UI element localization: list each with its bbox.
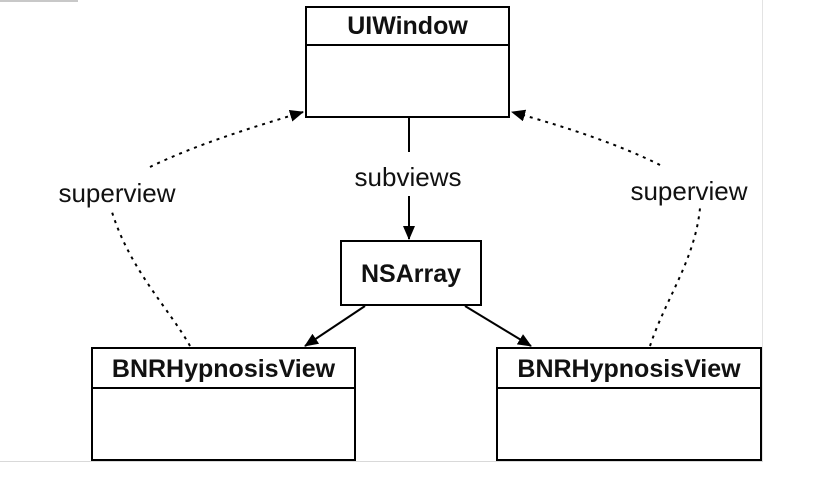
hypnosis-view-right-frame: [496, 347, 762, 461]
nsarray-title: NSArray: [361, 260, 461, 288]
superview-right-lower-curve: [649, 207, 701, 347]
right-edge-line: [762, 0, 763, 462]
uiwindow-title: UIWindow: [347, 12, 468, 40]
hypnosis-view-left-title: BNRHypnosisView: [112, 355, 336, 383]
subviews-label: subviews: [355, 162, 462, 192]
hypnosis-view-left-frame: [91, 347, 356, 461]
hypnosis-view-left-box: BNRHypnosisView: [91, 347, 356, 461]
uiwindow-box: UIWindow: [305, 6, 510, 118]
superview-left-label: superview: [58, 178, 175, 208]
superview-right-label: superview: [630, 176, 747, 206]
hypnosis-view-right-box: BNRHypnosisView: [496, 347, 762, 461]
array-to-left-view-arrow: [304, 305, 366, 347]
uiwindow-box-frame: [305, 6, 510, 118]
superview-right-arrow: [511, 109, 661, 166]
corner-artifact: [0, 0, 78, 2]
array-to-right-view-arrow: [464, 305, 532, 347]
hypnosis-view-right-title: BNRHypnosisView: [517, 355, 741, 383]
superview-left-arrow: [149, 110, 304, 168]
bottom-edge-line: [0, 461, 763, 462]
nsarray-box: NSArray: [340, 240, 482, 306]
nsarray-box-frame: [340, 240, 482, 306]
superview-left-lower-curve: [111, 211, 191, 347]
